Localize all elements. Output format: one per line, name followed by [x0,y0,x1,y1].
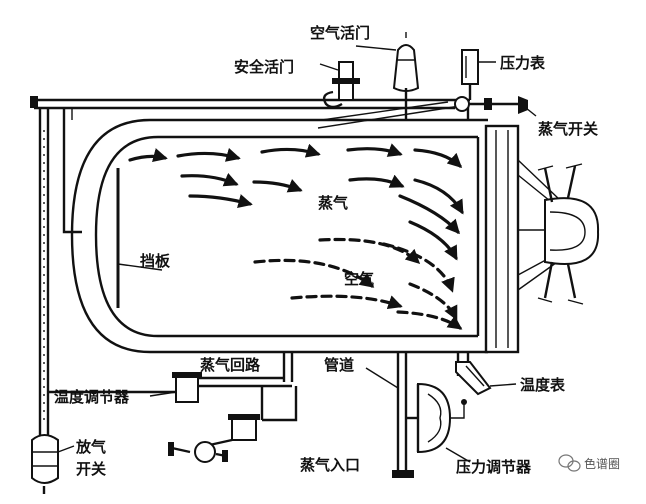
label-air-valve: 空气活门 [310,24,370,42]
door-handwheel [544,197,600,265]
bottom-piping [48,352,470,470]
door-assembly [484,124,600,354]
baffle-leader [117,263,163,271]
pressure-regulator [392,382,471,478]
label-steam: 蒸气 [318,194,348,212]
label-air: 空气 [344,270,374,288]
pressure-regulator-leader [445,447,471,463]
steam-switch-valve [454,96,537,117]
left-vent-pipe [31,108,75,494]
safety-valve [319,61,360,109]
label-vent-switch-line2: 开关 [76,460,106,478]
watermark-text: 色谱圈 [584,457,620,471]
baffle [116,168,163,308]
wechat-icon [558,454,581,472]
top-piping [30,96,470,234]
air-flow-arrows [253,237,463,330]
safety-valve-leader [319,63,339,71]
label-temperature-regulator: 温度调节器 [54,388,130,406]
label-pressure-gauge: 压力表 [500,54,546,72]
pressure-gauge [461,49,496,100]
air-valve [392,32,420,100]
steam-switch-leader [525,107,537,117]
label-pipeline: 管道 [324,356,354,374]
label-safety-valve: 安全活门 [234,58,294,76]
door-flange [484,124,520,354]
pipeline-leader [365,367,399,389]
vent-switch-body [31,434,59,484]
steam-flow-arrows [128,143,464,261]
chamber [70,118,488,354]
label-vent-switch-line1: 放气 [75,438,106,456]
air-valve-leader [355,45,397,51]
watermark: 色谱圈 [558,454,620,472]
chamber-outer-wall [70,118,488,354]
thermometer [455,361,517,396]
temperature-regulator-leader [149,391,177,397]
label-thermometer: 温度表 [520,376,566,394]
label-steam-switch: 蒸气开关 [538,120,598,138]
temperature-regulator [149,372,202,403]
label-baffle: 挡板 [140,252,171,270]
steam-trap [168,414,260,463]
label-steam-inlet: 蒸气入口 [300,456,360,474]
thermometer-leader [489,383,517,387]
label-pressure-regulator: 压力调节器 [456,458,532,476]
label-steam-return: 蒸气回路 [200,356,261,374]
chamber-inner-wall [94,135,478,338]
